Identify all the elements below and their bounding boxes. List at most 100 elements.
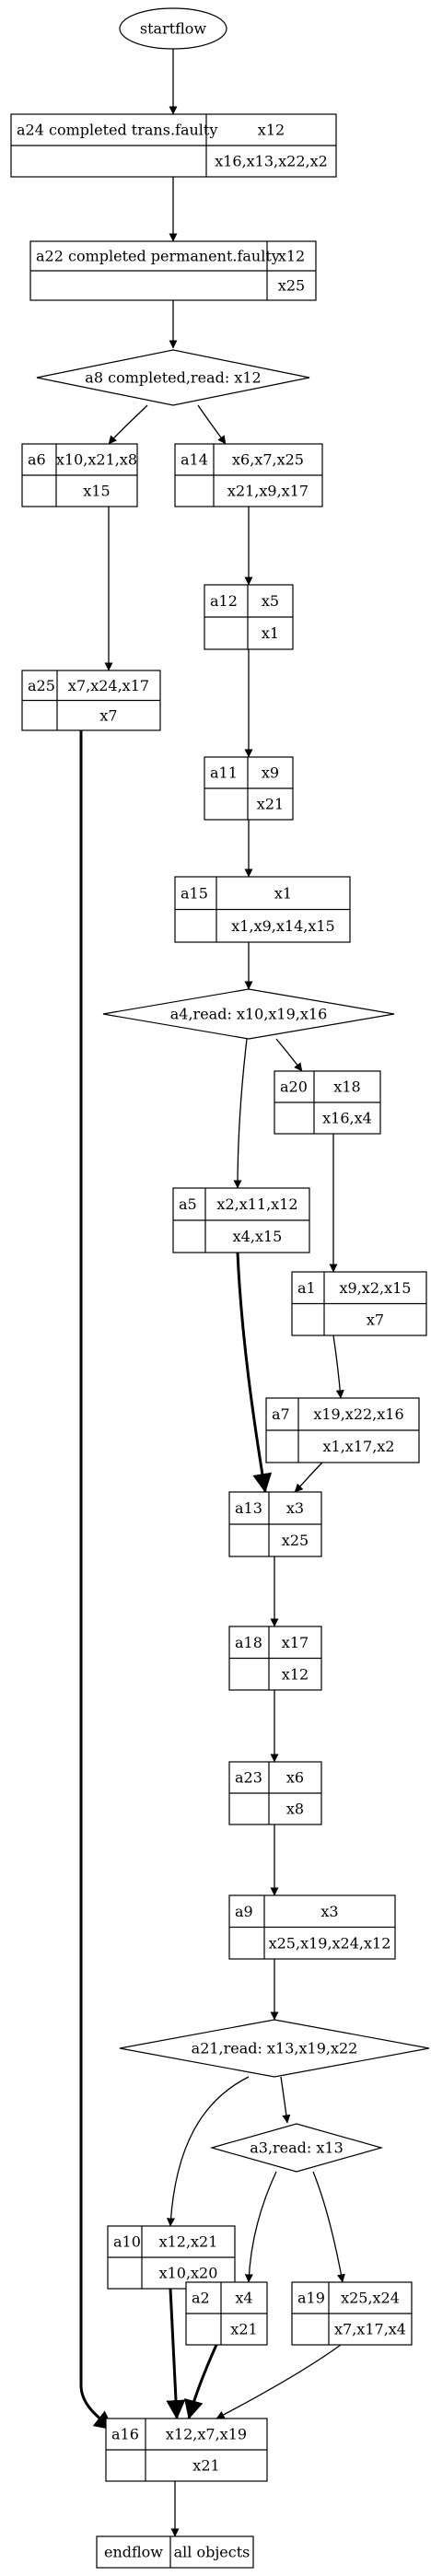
- node-bottom-values: x1: [262, 624, 279, 642]
- decision-label: a8 completed,read: x12: [85, 369, 261, 387]
- node-bottom-values: x21: [192, 2457, 219, 2475]
- edge-a10-a16-bold: [166, 2288, 186, 2420]
- node-bottom-values: x1,x17,x2: [323, 1438, 395, 1455]
- node-label: a24 completed trans.faulty: [17, 122, 217, 139]
- node-bottom-values: x21,x9,x17: [227, 483, 309, 500]
- node-bottom-values: x8: [286, 1801, 304, 1818]
- node-bottom-values: x1,x9,x14,x15: [231, 917, 334, 935]
- start-label: startflow: [140, 20, 207, 38]
- node-bottom-values: x10,x20: [159, 2265, 218, 2282]
- node-label: a12: [210, 592, 238, 610]
- decision-diamond: [119, 2019, 430, 2078]
- node-bottom-values: x21: [257, 796, 284, 813]
- node-label: a25: [28, 677, 55, 694]
- edge-a21-a10: [166, 2076, 250, 2227]
- decision-diamond: [209, 2123, 384, 2173]
- node-label: a1: [297, 1279, 316, 1297]
- start-ellipse: [119, 7, 227, 50]
- node-label: a7: [272, 1405, 290, 1423]
- edge-a5-a13-bold: [236, 1252, 273, 1494]
- node-label: a19: [297, 2290, 325, 2307]
- node-top-values: x3: [320, 1903, 338, 1920]
- node-bottom-values: x25: [282, 1532, 309, 1549]
- edge-a7-a13: [294, 1462, 323, 1493]
- node-top-values: x17: [282, 1634, 309, 1651]
- node-top-values: x4: [235, 2290, 252, 2307]
- decision-diamond: [36, 349, 310, 406]
- node-a16: a16 x12,x7,x19 x21: [105, 2418, 268, 2482]
- decision-diamond: [102, 988, 395, 1040]
- decision-label: a21,read: x13,x19,x22: [192, 2040, 358, 2057]
- node-label: a11: [210, 764, 238, 782]
- node-bottom-values: x7: [367, 1311, 384, 1328]
- node-a12: a12 x5 x1: [204, 584, 294, 650]
- node-label: a14: [181, 451, 208, 469]
- decision-label: a4,read: x10,x19,x16: [170, 1006, 328, 1023]
- node-bottom-values: x15: [83, 483, 110, 500]
- node-top-values: x12,x7,x19: [166, 2426, 247, 2443]
- node-a10: a10 x12,x21 x10,x20: [107, 2225, 236, 2290]
- node-a18: a18 x17 x12: [228, 1626, 322, 1691]
- node-label: a9: [235, 1903, 253, 1920]
- node-a9: a9 x3 x25,x19,x24,x12: [228, 1894, 396, 1960]
- node-bottom-values: x21: [230, 2321, 257, 2338]
- node-top-values: x3: [286, 1499, 304, 1517]
- node-label: a5: [179, 1195, 197, 1213]
- edge-a8-a14: [197, 404, 227, 445]
- node-top-values: x2,x11,x12: [216, 1195, 297, 1213]
- node-label: a13: [235, 1499, 262, 1517]
- edge-a8-a6: [108, 404, 148, 445]
- decision-a3: a3,read: x13: [209, 2123, 384, 2173]
- node-label: a2: [192, 2290, 210, 2307]
- node-a7: a7 x19,x22,x16 x1,x17,x2: [265, 1397, 420, 1463]
- node-top-values: x19,x22,x16: [313, 1405, 403, 1423]
- node-bottom-values: x12: [282, 1665, 309, 1683]
- decision-a8: a8 completed,read: x12: [36, 349, 310, 406]
- node-a13: a13 x3 x25: [228, 1491, 322, 1557]
- node-top-values: x9,x2,x15: [340, 1279, 412, 1297]
- node-top-values: x7,x24,x17: [68, 677, 149, 694]
- node-bottom-values: x7: [99, 706, 117, 724]
- node-top-values: x9: [262, 764, 279, 782]
- node-a5: a5 x2,x11,x12 x4,x15: [172, 1187, 310, 1253]
- edge-a21-a3: [280, 2076, 291, 2124]
- edge-a3-a19: [312, 2171, 345, 2283]
- node-a2: a2 x4 x21: [185, 2281, 268, 2346]
- decision-a21: a21,read: x13,x19,x22: [119, 2019, 430, 2078]
- end-label-left: endflow: [104, 2544, 163, 2561]
- node-label: a10: [113, 2233, 141, 2251]
- node-top-values: x12: [278, 248, 305, 265]
- node-top-values: x25,x24: [341, 2290, 400, 2307]
- node-bottom-values: x16,x4: [322, 1110, 372, 1127]
- node-top-values: x12,x21: [159, 2233, 218, 2251]
- end-box: [96, 2535, 254, 2569]
- node-a25: a25 x7,x24,x17 x7: [21, 670, 161, 731]
- node-label: a16: [111, 2426, 139, 2443]
- node-bottom-values: x25,x19,x24,x12: [269, 1934, 391, 1952]
- edge-a25-a16-bold: [79, 698, 114, 2431]
- edge-a4-a20: [275, 1038, 303, 1072]
- edge-a1-a7: [332, 1335, 344, 1399]
- node-bottom-values: x4,x15: [233, 1228, 283, 1245]
- node-bottom-values: x25: [278, 277, 305, 295]
- node-bottom-values: x7,x17,x4: [334, 2321, 406, 2338]
- node-top-values: x10,x21,x8: [56, 451, 137, 469]
- node-top-values: x6: [286, 1769, 304, 1787]
- edge-a19-a16: [216, 2344, 342, 2419]
- node-a11: a11 x9 x21: [204, 756, 294, 821]
- end-label-right: all objects: [174, 2544, 250, 2561]
- node-label: a18: [235, 1634, 262, 1651]
- node-label: a22 completed permanent.faulty: [36, 248, 280, 265]
- node-label: a20: [280, 1078, 308, 1096]
- node-top-values: x5: [262, 592, 279, 610]
- start-node: startflow: [119, 7, 227, 50]
- node-bottom-values: x16,x13,x22,x2: [215, 153, 328, 170]
